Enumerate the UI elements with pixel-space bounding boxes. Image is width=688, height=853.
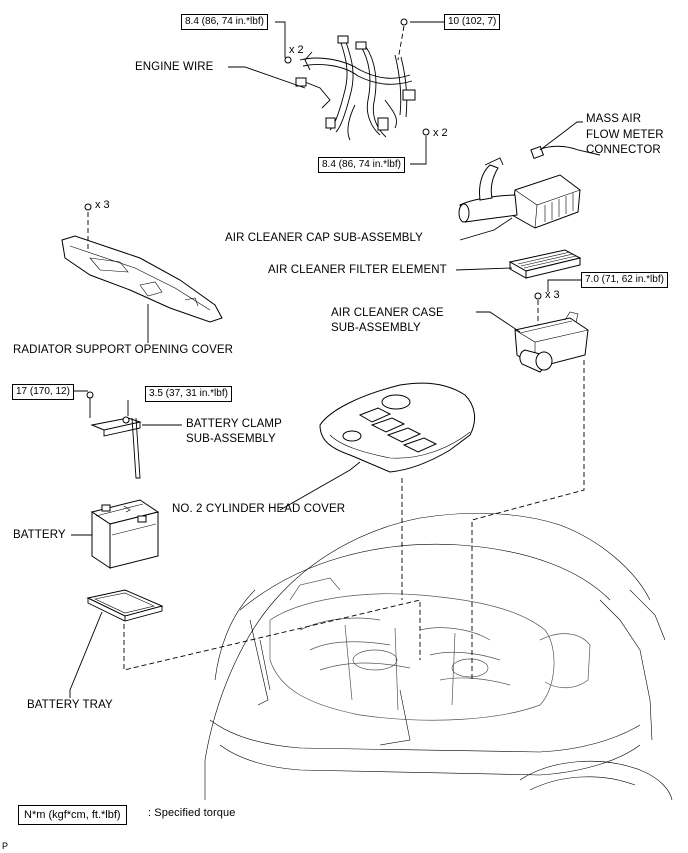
label-air-cleaner-cap: AIR CLEANER CAP SUB-ASSEMBLY (225, 232, 423, 244)
engine-wire-illustration (284, 18, 430, 141)
torque-box-battery-clamp: 3.5 (37, 31 in.*lbf) (145, 386, 232, 402)
cylinder-head-cover-illustration (319, 382, 476, 473)
battery-clamp-illustration (86, 391, 142, 479)
battery-tray-illustration (86, 589, 164, 622)
legend-description: : Specified torque (148, 807, 236, 819)
legend-torque-box: N*m (kgf*cm, ft.*lbf) (18, 805, 127, 825)
quantity-air-cleaner-case: x 3 (545, 289, 560, 301)
air-cleaner-case-illustration (514, 292, 589, 373)
quantity-radiator-cover: x 3 (95, 199, 110, 211)
label-battery: BATTERY (13, 529, 66, 541)
air-cleaner-cap-illustration (458, 145, 601, 229)
label-mass-air-flow-meter-connector: MASS AIR FLOW METER CONNECTOR (586, 112, 664, 159)
torque-box-engine-wire-top: 8.4 (86, 74 in.*lbf) (181, 14, 268, 30)
label-line: MASS AIR (586, 113, 642, 125)
torque-box-air-cleaner-case: 7.0 (71, 62 in.*lbf) (581, 272, 668, 288)
label-line: FLOW METER (586, 128, 664, 141)
radiator-support-cover-illustration (61, 203, 223, 323)
engine-bay-illustration (204, 512, 673, 801)
label-line: SUB-ASSEMBLY (331, 322, 421, 334)
label-line: CONNECTOR (586, 144, 661, 156)
torque-box-battery-hold-bolt: 17 (170, 12) (12, 384, 74, 400)
air-cleaner-filter-illustration (508, 249, 582, 279)
label-air-cleaner-case: AIR CLEANER CASE SUB-ASSEMBLY (331, 306, 444, 336)
quantity-engine-wire-bottom: x 2 (433, 127, 448, 139)
label-line: SUB-ASSEMBLY (186, 433, 276, 445)
battery-illustration (90, 499, 160, 569)
label-air-cleaner-filter: AIR CLEANER FILTER ELEMENT (268, 264, 447, 276)
corner-mark: P (2, 841, 9, 851)
quantity-engine-wire-top: x 2 (289, 44, 304, 56)
label-line: AIR CLEANER CASE (331, 307, 444, 319)
label-cylinder-head-cover: NO. 2 CYLINDER HEAD COVER (172, 503, 346, 515)
label-radiator-support-cover: RADIATOR SUPPORT OPENING COVER (13, 344, 234, 356)
label-battery-tray: BATTERY TRAY (27, 699, 113, 711)
torque-box-engine-wire-top-right: 10 (102, 7) (444, 14, 501, 30)
label-engine-wire: ENGINE WIRE (135, 61, 214, 73)
label-battery-clamp: BATTERY CLAMP SUB-ASSEMBLY (186, 417, 282, 447)
torque-box-engine-wire-bottom: 8.4 (86, 74 in.*lbf) (318, 157, 405, 173)
label-line: BATTERY CLAMP (186, 418, 282, 430)
leader-lines (68, 21, 585, 698)
